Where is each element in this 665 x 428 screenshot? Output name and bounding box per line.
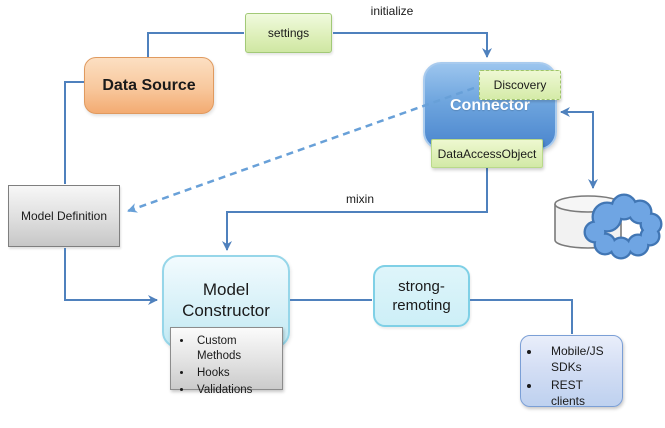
- settings-node: settings: [245, 13, 332, 53]
- discovery-label: Discovery: [493, 78, 547, 92]
- model-features-list: Custom Methods Hooks Validations: [171, 334, 282, 400]
- settings-label: settings: [267, 26, 310, 40]
- data-access-object-node: DataAccessObject: [431, 139, 543, 168]
- model-definition-node: Model Definition: [8, 185, 120, 247]
- data-source-label: Data Source: [102, 76, 196, 94]
- client-item: Mobile/JS SDKs: [541, 344, 609, 375]
- edge-label-initialize: initialize: [370, 4, 414, 18]
- clients-node: Mobile/JS SDKs REST clients: [520, 335, 623, 408]
- feature-item: Validations: [193, 383, 278, 398]
- feature-item: Hooks: [193, 366, 278, 381]
- edge-label-mixin: mixin: [345, 192, 374, 206]
- edge-datasource-modeldefinition: [64, 81, 84, 184]
- model-constructor-label: Model Constructor: [182, 280, 270, 321]
- model-definition-label: Model Definition: [20, 209, 108, 223]
- feature-item: Custom Methods: [193, 334, 278, 364]
- strong-remoting-label: strong-remoting: [392, 277, 451, 315]
- database-cylinder-icon: [554, 195, 622, 249]
- strong-remoting-node: strong-remoting: [373, 265, 470, 327]
- data-access-object-label: DataAccessObject: [437, 146, 537, 161]
- edge-initialize-arrow: [333, 32, 492, 58]
- clients-list: Mobile/JS SDKs REST clients: [521, 344, 613, 412]
- client-item: REST clients: [541, 378, 596, 409]
- edge-connector-database: [560, 107, 598, 189]
- cloud-icon: [583, 193, 663, 260]
- edge-strongremoting-clients: [470, 299, 573, 334]
- edge-mixin-arrow: [222, 168, 488, 251]
- edge-modeldefinition-constructor: [64, 248, 158, 305]
- model-features-node: Custom Methods Hooks Validations: [170, 327, 283, 396]
- discovery-node: Discovery: [479, 70, 561, 100]
- data-source-node: Data Source: [84, 57, 214, 114]
- edge-datasource-settings: [147, 32, 244, 57]
